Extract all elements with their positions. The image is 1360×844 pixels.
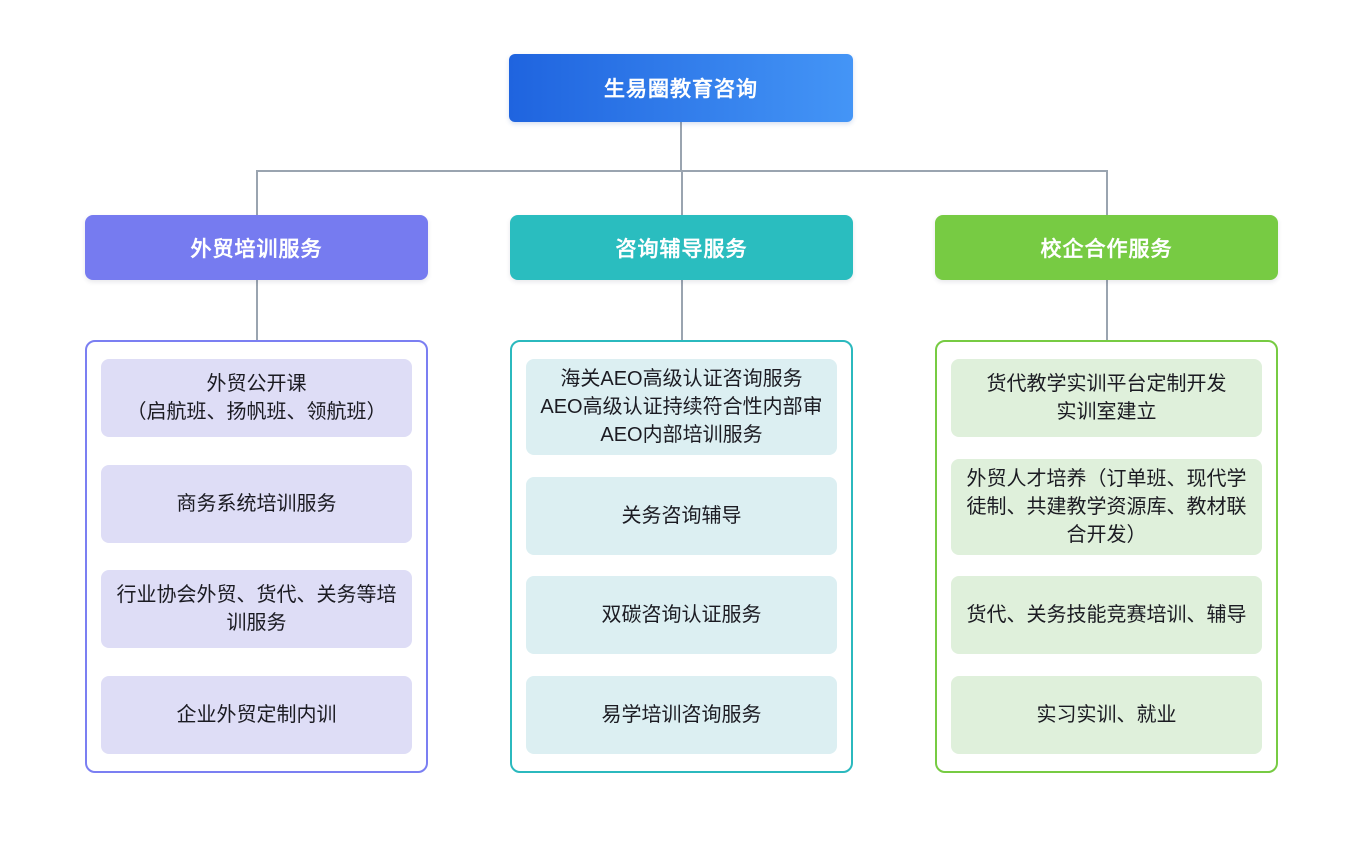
leaf-node: 外贸人才培养（订单班、现代学徒制、共建教学资源库、教材联合开发） — [951, 458, 1262, 555]
connector-stem-container-2 — [681, 279, 683, 340]
connector-drop-branch-1 — [256, 170, 258, 216]
root-node-label: 生易圈教育咨询 — [604, 78, 758, 101]
leaf-node: 货代、关务技能竞赛培训、辅导 — [951, 576, 1262, 655]
branch-container-school-enterprise: 货代教学实训平台定制开发 实训室建立 外贸人才培养（订单班、现代学徒制、共建教学… — [935, 340, 1278, 773]
branch-header-trade-training: 外贸培训服务 — [85, 215, 428, 280]
leaf-node: 海关AEO高级认证咨询服务 AEO高级认证持续符合性内部审 AEO内部培训服务 — [526, 359, 837, 455]
connector-drop-branch-2 — [681, 170, 683, 216]
leaf-node: 双碳咨询认证服务 — [526, 576, 837, 655]
connector-stem-container-3 — [1106, 279, 1108, 340]
leaf-node: 关务咨询辅导 — [526, 476, 837, 555]
branch-container-consulting-coaching: 海关AEO高级认证咨询服务 AEO高级认证持续符合性内部审 AEO内部培训服务 … — [510, 340, 853, 773]
branch-container-trade-training: 外贸公开课 （启航班、扬帆班、领航班） 商务系统培训服务 行业协会外贸、货代、关… — [85, 340, 428, 773]
leaf-node: 行业协会外贸、货代、关务等培训服务 — [101, 570, 412, 649]
leaf-node: 企业外贸定制内训 — [101, 675, 412, 754]
connector-stem-container-1 — [256, 279, 258, 340]
leaf-node: 实习实训、就业 — [951, 675, 1262, 754]
leaf-node: 商务系统培训服务 — [101, 464, 412, 543]
connector-drop-branch-3 — [1106, 170, 1108, 216]
root-node: 生易圈教育咨询 — [509, 54, 853, 122]
leaf-node: 货代教学实训平台定制开发 实训室建立 — [951, 359, 1262, 437]
branch-header-school-enterprise: 校企合作服务 — [935, 215, 1278, 280]
leaf-node: 易学培训咨询服务 — [526, 675, 837, 754]
connector-root-stem — [680, 122, 682, 171]
branch-header-label: 校企合作服务 — [1040, 237, 1173, 261]
leaf-node: 外贸公开课 （启航班、扬帆班、领航班） — [101, 359, 412, 437]
branch-header-label: 咨询辅导服务 — [615, 237, 748, 261]
branch-header-label: 外贸培训服务 — [190, 237, 323, 261]
branch-header-consulting-coaching: 咨询辅导服务 — [510, 215, 853, 280]
